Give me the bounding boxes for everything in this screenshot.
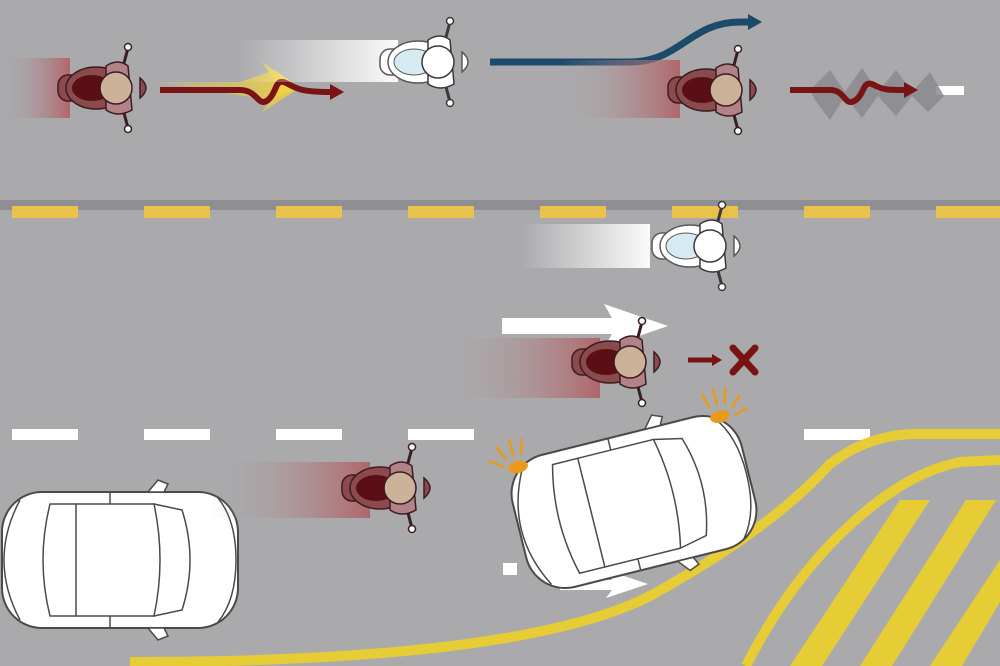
swerve-path	[790, 80, 905, 105]
motion-trail	[520, 224, 650, 268]
yellow-hatched-area	[129, 429, 1000, 666]
tire-skid-marks	[810, 68, 944, 120]
path-arrow-icon	[748, 14, 762, 30]
path-arrow-icon	[712, 354, 722, 366]
lane-direction-arrow-lower	[560, 570, 648, 598]
merging-car	[488, 387, 769, 610]
path-arrow-icon	[904, 82, 918, 98]
x-mark-icon	[729, 344, 759, 376]
turn-signal-icon	[700, 387, 748, 423]
car-topview-icon	[1, 479, 239, 641]
turn-signal-icon	[488, 438, 528, 474]
lane-end-marking	[936, 86, 964, 95]
swerve-path	[160, 79, 331, 105]
motion-trail	[238, 40, 398, 82]
path-arrow-icon	[330, 84, 344, 100]
motion-trail	[560, 60, 680, 118]
